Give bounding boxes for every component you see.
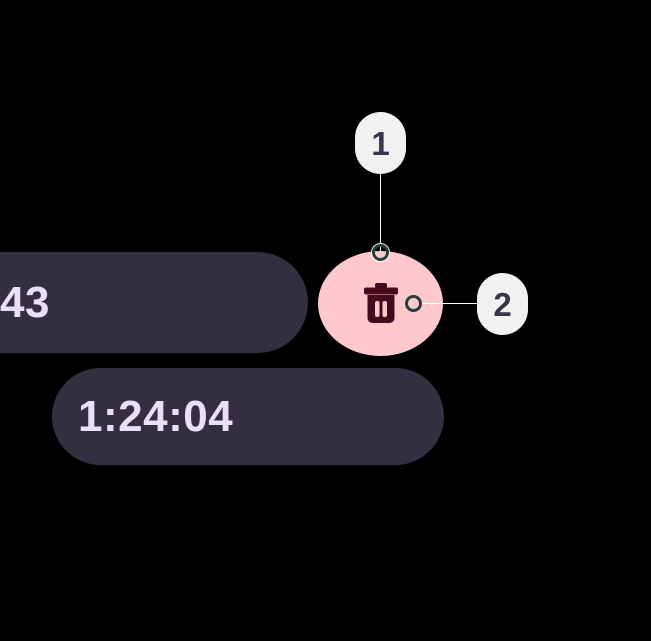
anchor-handle-right[interactable] (405, 295, 422, 312)
duration-chip[interactable]: 1:24:04 (52, 368, 444, 465)
duration-chip-label: 1:24:04 (78, 391, 234, 441)
annotation-badge-1[interactable]: 1 (355, 112, 406, 174)
count-chip-label: 43 (0, 277, 50, 327)
trash-icon (361, 282, 401, 325)
annotation-badge-2[interactable]: 2 (477, 273, 528, 335)
connector-line-2 (420, 303, 478, 304)
count-chip[interactable]: 43 (0, 252, 308, 353)
connector-line-1 (380, 173, 381, 252)
anchor-handle-top[interactable] (372, 244, 389, 261)
